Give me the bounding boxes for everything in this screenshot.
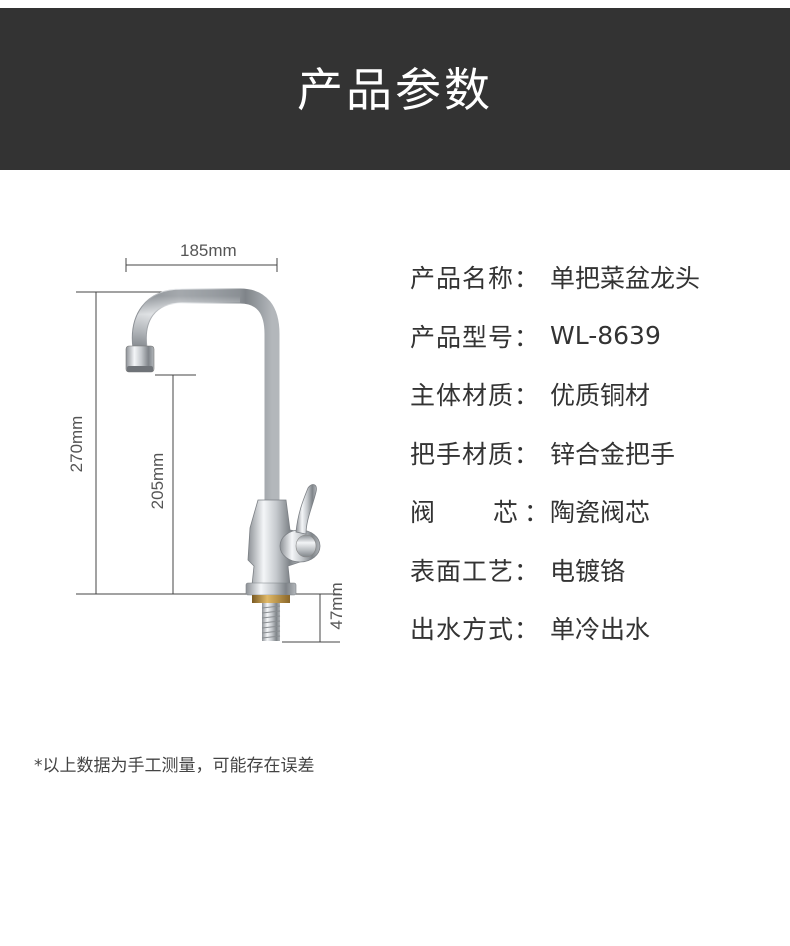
spout-height-dimension-label: 205mm bbox=[148, 452, 167, 510]
spec-value: 电镀铬 bbox=[550, 556, 626, 586]
spec-row-model: 产品型号： WL-8639 bbox=[410, 307, 780, 366]
page-title: 产品参数 bbox=[297, 63, 493, 117]
base-height-dimension-label: 47mm bbox=[327, 582, 346, 630]
spec-row-body-material: 主体材质： 优质铜材 bbox=[410, 365, 780, 424]
total-height-dimension-label: 270mm bbox=[67, 415, 86, 473]
faucet-image bbox=[125, 288, 321, 641]
spec-row-surface-finish: 表面工艺： 电镀铬 bbox=[410, 541, 780, 600]
spec-value: 单冷出水 bbox=[550, 615, 651, 645]
spec-label: 产品名称： bbox=[410, 264, 541, 294]
spec-label-spread: 阀芯 bbox=[410, 498, 577, 528]
width-dimension-label: 185mm bbox=[180, 241, 237, 260]
spec-label: 产品型号： bbox=[410, 322, 541, 352]
faucet-dimension-diagram: 185mm 270mm 205mm 47mm bbox=[0, 0, 400, 700]
spec-value: 锌合金把手 bbox=[550, 439, 676, 469]
spec-value: 单把菜盆龙头 bbox=[550, 264, 701, 294]
spec-label: 出水方式： bbox=[410, 615, 541, 645]
spec-value: 陶瓷阀芯 bbox=[550, 498, 651, 528]
faucet-drawing bbox=[76, 258, 340, 643]
dimension-lines bbox=[76, 258, 340, 643]
spec-value: 优质铜材 bbox=[550, 381, 651, 411]
spec-row-name: 产品名称： 单把菜盆龙头 bbox=[410, 248, 780, 307]
spec-row-water-outlet: 出水方式： 单冷出水 bbox=[410, 599, 780, 658]
spec-label: 主体材质： bbox=[410, 381, 541, 411]
spec-table: 产品名称： 单把菜盆龙头 产品型号： WL-8639 主体材质： 优质铜材 把手… bbox=[410, 248, 780, 658]
spec-label: 把手材质： bbox=[410, 439, 541, 469]
spec-value: WL-8639 bbox=[550, 321, 661, 351]
spec-row-valve-core: 阀芯： 陶瓷阀芯 bbox=[410, 482, 780, 541]
measurement-disclaimer: *以上数据为手工测量，可能存在误差 bbox=[34, 756, 315, 776]
spec-label: 阀芯： bbox=[410, 493, 550, 529]
spec-label: 表面工艺： bbox=[410, 556, 541, 586]
spec-row-handle-material: 把手材质： 锌合金把手 bbox=[410, 424, 780, 483]
header-banner: 产品参数 bbox=[0, 8, 790, 170]
